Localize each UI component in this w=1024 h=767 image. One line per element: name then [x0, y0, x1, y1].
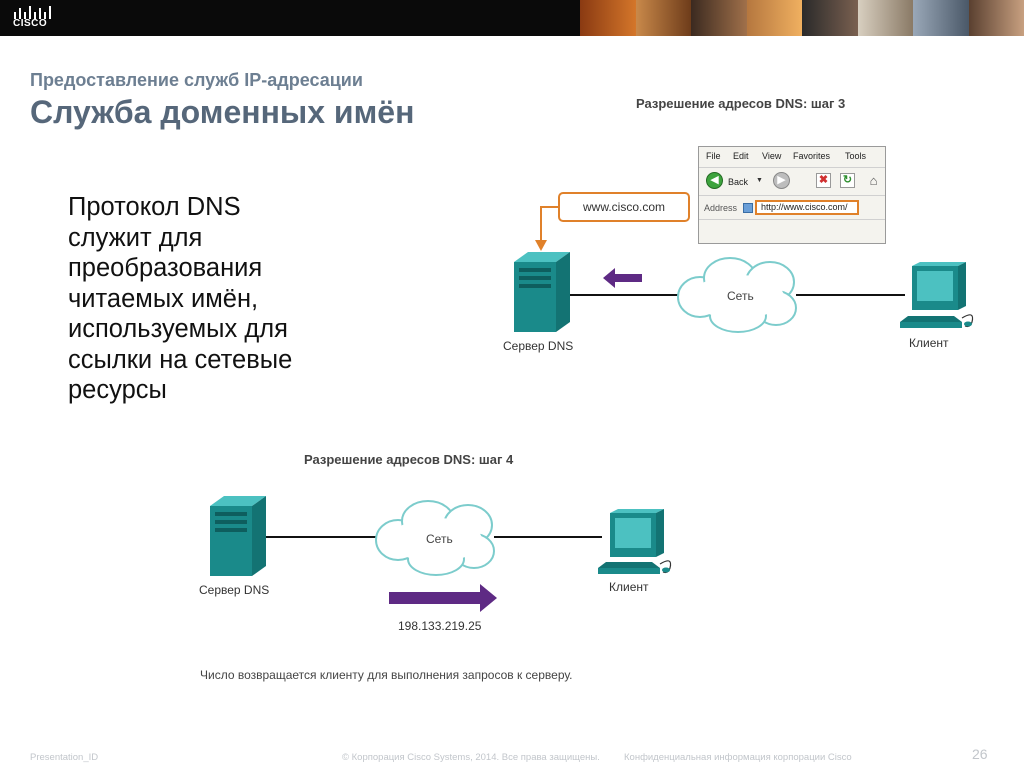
- browser-menu-bar: File Edit View Favorites Tools: [699, 147, 885, 168]
- presentation-id: Presentation_ID: [30, 752, 99, 763]
- callout-connector: [540, 206, 558, 246]
- client-computer-icon: [900, 262, 974, 328]
- response-arrow-right: [389, 584, 497, 612]
- banner-photo: [746, 0, 802, 36]
- refresh-icon[interactable]: ↻: [840, 173, 855, 188]
- banner-photo: [968, 0, 1024, 36]
- client-label: Клиент: [909, 336, 949, 350]
- stop-icon[interactable]: ✖: [816, 173, 831, 188]
- menu-favorites[interactable]: Favorites: [793, 151, 831, 161]
- client-computer-icon: [598, 509, 672, 574]
- dns-server-icon: [210, 496, 266, 576]
- chevron-down-icon[interactable]: ▼: [756, 177, 763, 184]
- domain-callout: www.cisco.com: [558, 192, 690, 222]
- callout-arrowhead: [535, 240, 547, 251]
- server-label: Сервер DNS: [199, 583, 270, 597]
- back-arrow-icon[interactable]: ◀: [706, 172, 723, 189]
- cisco-logo: CISCO: [10, 3, 58, 33]
- step3-title: Разрешение адресов DNS: шаг 3: [636, 96, 846, 111]
- menu-edit[interactable]: Edit: [733, 151, 749, 161]
- client-label: Клиент: [609, 580, 649, 594]
- banner-photo: [913, 0, 969, 36]
- server-label: Сервер DNS: [503, 339, 574, 353]
- cisco-bridge-icon: [14, 6, 51, 19]
- banner-photo: [857, 0, 913, 36]
- query-arrow-left: [603, 268, 642, 288]
- network-label: Сеть: [727, 289, 754, 303]
- step4-title: Разрешение адресов DNS: шаг 4: [304, 452, 514, 467]
- network-label: Сеть: [426, 532, 453, 546]
- menu-view[interactable]: View: [762, 151, 782, 161]
- photo-strip: [580, 0, 1024, 36]
- browser-toolbar: ◀ Back ▼ ▶ ✖ ↻ ⌂: [699, 167, 885, 196]
- banner-photo: [580, 0, 636, 36]
- top-banner: CISCO: [0, 0, 1024, 36]
- dns-server-icon: [514, 252, 570, 332]
- ip-address-label: 198.133.219.25: [398, 619, 482, 633]
- step4-caption: Число возвращается клиенту для выполнени…: [200, 668, 573, 682]
- address-bar: Address http://www.cisco.com/: [699, 195, 885, 220]
- back-label[interactable]: Back: [728, 177, 749, 187]
- address-label: Address: [704, 203, 738, 213]
- network-cloud-icon: [677, 257, 797, 333]
- menu-file[interactable]: File: [706, 151, 721, 161]
- banner-photo: [691, 0, 747, 36]
- menu-tools[interactable]: Tools: [845, 151, 867, 161]
- page-icon: [743, 203, 753, 213]
- url-input[interactable]: http://www.cisco.com/: [755, 200, 859, 215]
- banner-photo: [635, 0, 691, 36]
- banner-photo: [802, 0, 858, 36]
- page-number: 26: [972, 746, 988, 762]
- confidential-notice: Конфиденциальная информация корпорации C…: [624, 752, 852, 763]
- home-icon[interactable]: ⌂: [869, 173, 878, 188]
- copyright-notice: © Корпорация Cisco Systems, 2014. Все пр…: [342, 752, 600, 763]
- forward-arrow-icon[interactable]: ▶: [773, 172, 790, 189]
- slide-subtitle: Предоставление служб IP-адресации: [30, 70, 363, 90]
- logo-text: CISCO: [13, 18, 48, 29]
- browser-window: File Edit View Favorites Tools ◀ Back ▼ …: [698, 146, 886, 244]
- network-cloud-icon: [375, 500, 495, 576]
- slide-title: Служба доменных имён: [30, 94, 415, 130]
- body-text: Протокол DNS служит для преобразования ч…: [68, 193, 293, 404]
